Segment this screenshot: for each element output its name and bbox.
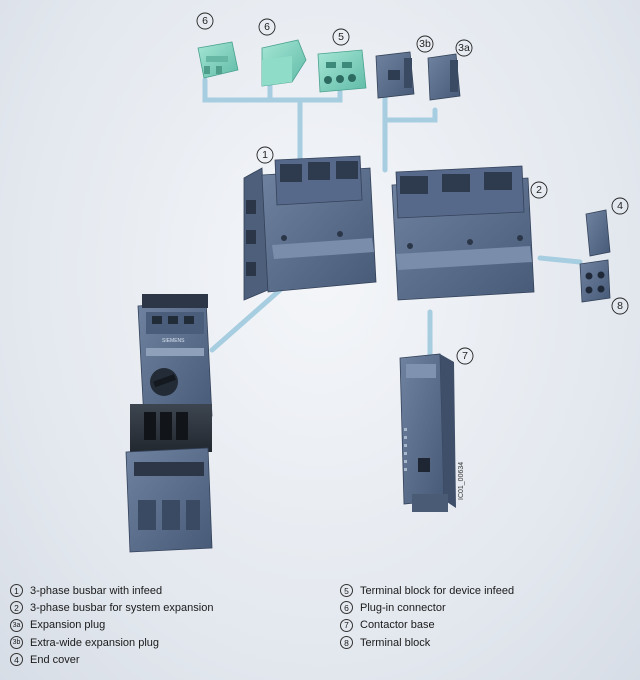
legend-number: 5 (340, 584, 353, 598)
connector-line-expansion (382, 95, 438, 123)
legend-item: 5 Terminal block for device infeed (340, 582, 514, 599)
legend-number: 8 (340, 636, 353, 650)
motor-starter-assembly: SIEMENS (125, 294, 213, 553)
plug-in-connector-right (261, 39, 307, 87)
svg-text:4: 4 (617, 200, 623, 212)
callout-2: 2 (530, 181, 548, 199)
callout-5: 5 (332, 28, 350, 46)
legend-item: 4 End cover (10, 651, 213, 668)
svg-text:3a: 3a (458, 42, 470, 54)
svg-text:3b: 3b (419, 38, 431, 50)
callout-3a: 3a (455, 39, 473, 57)
legend-item: 3b Extra-wide expansion plug (10, 634, 213, 651)
legend-item: 2 3-phase busbar for system expansion (10, 599, 213, 616)
terminal-block-device-infeed (317, 49, 367, 93)
legend-number: 1 (10, 584, 23, 598)
legend-column-left: 1 3-phase busbar with infeed 2 3-phase b… (10, 582, 213, 668)
legend-number: 3b (10, 636, 23, 650)
svg-text:7: 7 (462, 350, 468, 362)
legend-label: Plug-in connector (360, 601, 446, 614)
legend-item: 3a Expansion plug (10, 617, 213, 634)
legend-item: 7 Contactor base (340, 617, 514, 634)
connector-line-endcover (537, 255, 583, 265)
extra-wide-expansion-plug (375, 51, 415, 99)
terminal-block (579, 259, 611, 303)
connector-line-plugin-right (297, 89, 343, 103)
busbar-system-expansion (391, 165, 535, 301)
connector-line-starter (209, 287, 283, 353)
legend-item: 6 Plug-in connector (340, 599, 514, 616)
legend-number: 3a (10, 618, 23, 632)
callout-4: 4 (611, 197, 629, 215)
svg-text:5: 5 (338, 31, 344, 43)
legend-item: 8 Terminal block (340, 634, 514, 651)
callouts: 6 6 5 3b 3a 1 (196, 12, 629, 365)
legend-number: 6 (340, 601, 353, 615)
brand-label: SIEMENS (162, 338, 185, 344)
legend-label: Terminal block for device infeed (360, 584, 515, 597)
drawing-code: IC01_00634 (458, 462, 465, 500)
legend-label: 3-phase busbar with infeed (30, 584, 163, 597)
callout-6-right: 6 (258, 18, 276, 36)
svg-text:1: 1 (262, 149, 268, 161)
callout-6-left: 6 (196, 12, 214, 30)
callout-7: 7 (456, 347, 474, 365)
callout-8: 8 (611, 297, 629, 315)
legend-label: 3-phase busbar for system expansion (30, 601, 214, 614)
expansion-plug (427, 53, 461, 101)
plug-in-connector-left (197, 41, 239, 79)
end-cover (585, 209, 611, 257)
legend-label: Contactor base (360, 619, 435, 632)
legend-number: 7 (340, 618, 353, 632)
contactor-base (399, 353, 456, 512)
svg-text:8: 8 (617, 300, 623, 312)
svg-text:2: 2 (536, 184, 542, 196)
callout-3b: 3b (416, 35, 434, 53)
legend-label: Terminal block (360, 636, 431, 649)
legend-label: Extra-wide expansion plug (30, 636, 160, 649)
busbar-with-infeed (243, 155, 377, 301)
legend: 1 3-phase busbar with infeed 2 3-phase b… (0, 582, 640, 680)
legend-number: 4 (10, 653, 23, 667)
legend-label: End cover (30, 653, 80, 666)
exploded-assembly-drawing: IC01_00634 SIEMENS (125, 12, 629, 553)
legend-column-right: 5 Terminal block for device infeed 6 Plu… (340, 582, 514, 651)
connector-lines (202, 77, 583, 358)
callout-1: 1 (256, 146, 274, 164)
svg-text:6: 6 (202, 15, 208, 27)
legend-label: Expansion plug (30, 619, 106, 632)
svg-text:6: 6 (264, 21, 270, 33)
legend-item: 1 3-phase busbar with infeed (10, 582, 213, 599)
legend-number: 2 (10, 601, 23, 615)
